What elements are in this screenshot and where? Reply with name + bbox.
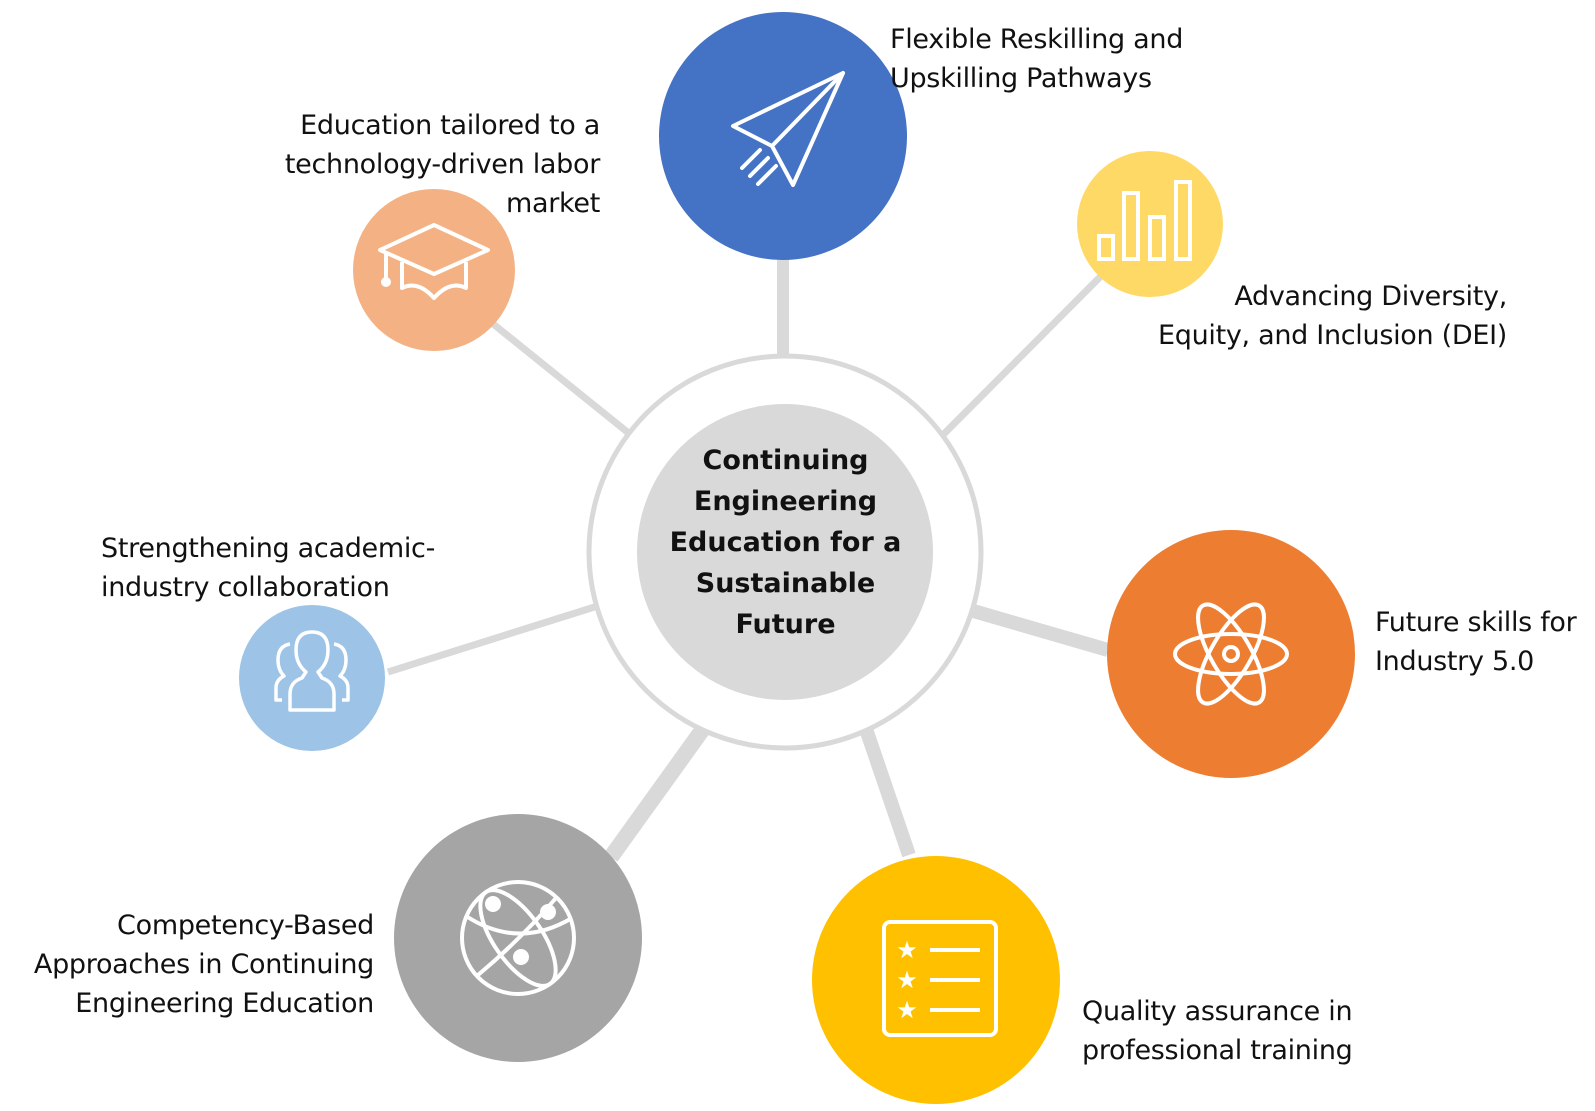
node-future-skills-label: Future skills for Industry 5.0 [1375, 607, 1577, 677]
paper-plane-icon [731, 71, 845, 187]
svg-text:★: ★ [896, 996, 918, 1024]
node-labor-market-label: Education tailored to a technology-drive… [284, 110, 600, 219]
hub-core [637, 404, 933, 700]
node-dei-label: Advancing Diversity, Equity, and Inclusi… [1157, 281, 1507, 351]
node-quality-label: Quality assurance in professional traini… [1082, 996, 1353, 1066]
globe-network-icon [460, 880, 576, 996]
node-labor-market-circle [353, 189, 515, 351]
svg-text:★: ★ [896, 966, 918, 994]
center-hub [586, 353, 984, 751]
graduation-cap-icon [378, 223, 490, 300]
node-collaboration-circle [239, 605, 385, 751]
svg-text:★: ★ [896, 936, 918, 964]
people-group-icon [274, 630, 350, 712]
bar-chart-icon [1097, 180, 1192, 261]
node-future-skills-circle [1107, 530, 1355, 778]
node-flexible-label: Flexible Reskilling and Upskilling Pathw… [890, 24, 1184, 94]
atom-icon [1173, 602, 1289, 706]
node-collaboration-label: Strengthening academic- industry collabo… [101, 533, 436, 603]
node-competency-label: Competency-Based Approaches in Continuin… [33, 910, 374, 1019]
rating-list-icon: ★ ★ ★ [882, 920, 998, 1037]
center-title: Continuing Engineering Education for a S… [669, 445, 902, 640]
